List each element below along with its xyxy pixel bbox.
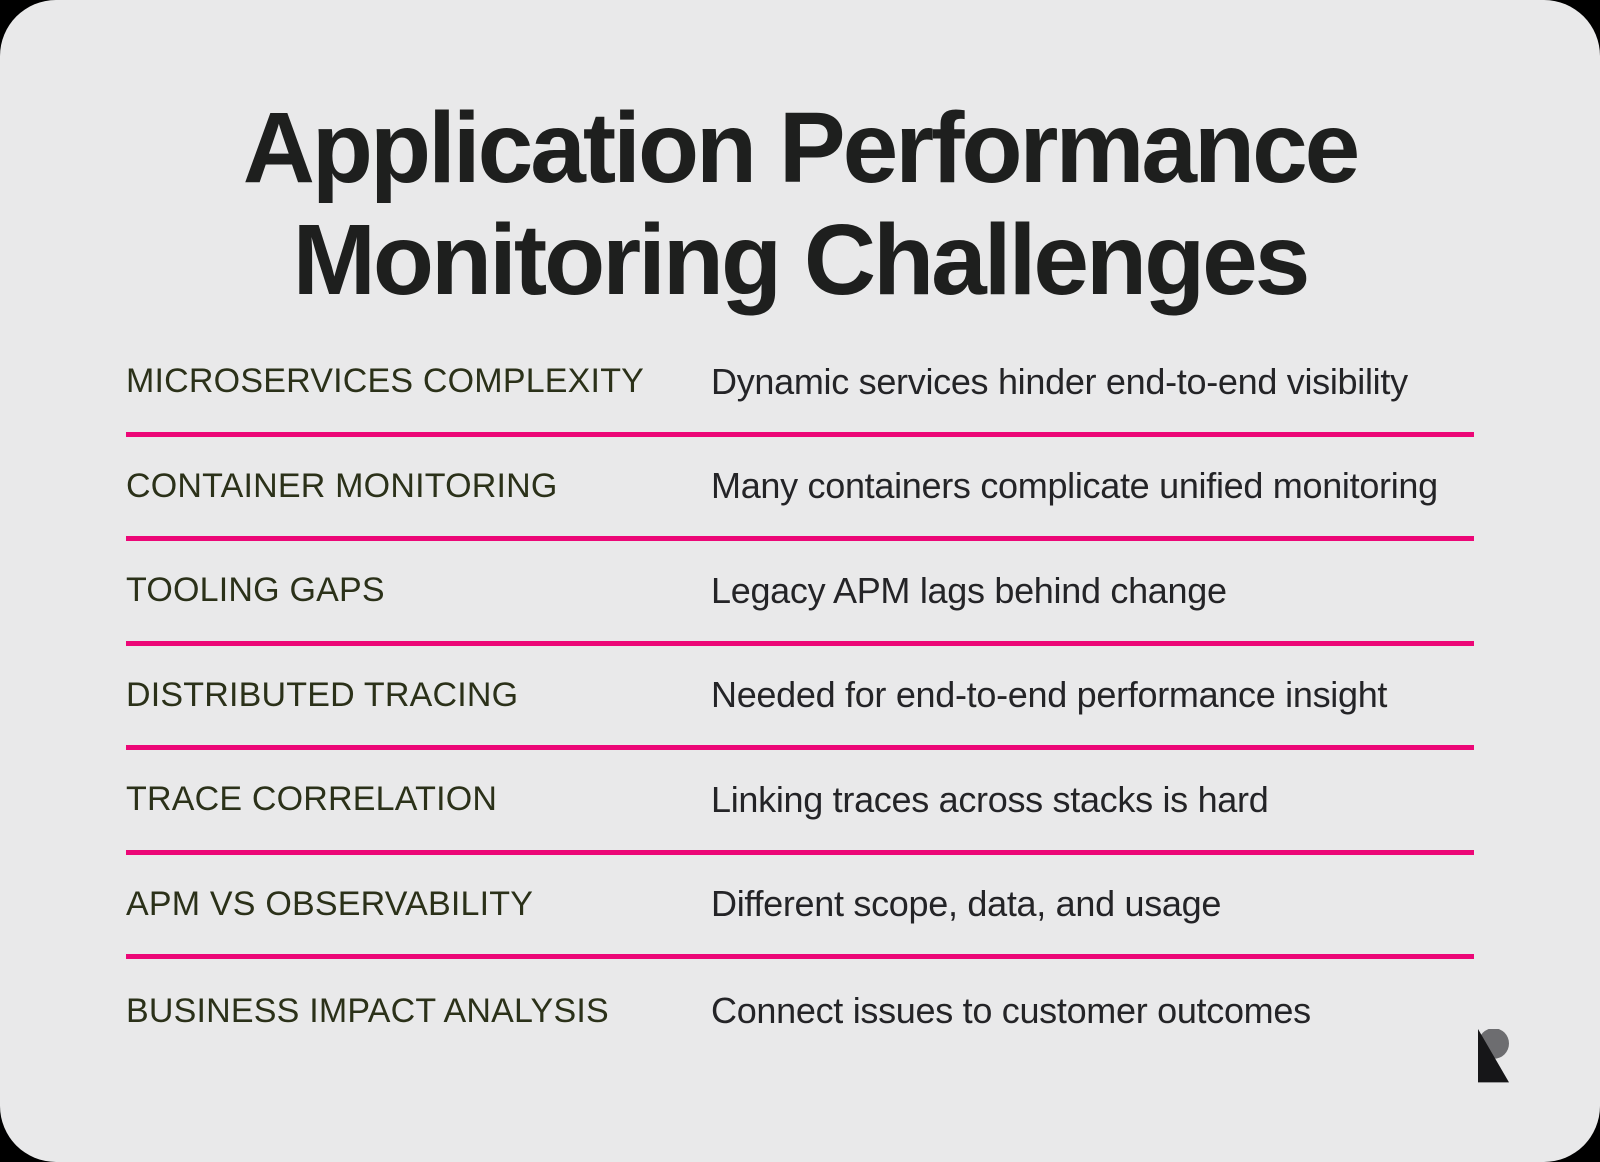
challenges-table: MICROSERVICES COMPLEXITY Dynamic service… xyxy=(126,332,1474,1064)
challenge-description: Many containers complicate unified monit… xyxy=(711,465,1438,507)
challenge-description: Needed for end-to-end performance insigh… xyxy=(711,674,1388,716)
table-row: TOOLING GAPS Legacy APM lags behind chan… xyxy=(126,541,1474,646)
challenge-label: MICROSERVICES COMPLEXITY xyxy=(126,362,645,401)
page-title: Application Performance Monitoring Chall… xyxy=(0,92,1600,316)
table-row: APM VS OBSERVABILITY Different scope, da… xyxy=(126,855,1474,959)
table-row: DISTRIBUTED TRACING Needed for end-to-en… xyxy=(126,646,1474,750)
page-title-line-1: Application Performance xyxy=(242,92,1361,204)
challenge-description: Different scope, data, and usage xyxy=(711,883,1222,925)
challenge-description: Linking traces across stacks is hard xyxy=(711,778,1269,820)
challenge-label: TOOLING GAPS xyxy=(126,571,385,610)
table-row: CONTAINER MONITORING Many containers com… xyxy=(126,437,1474,541)
challenge-description: Dynamic services hinder end-to-end visib… xyxy=(711,360,1408,402)
challenge-description: Connect issues to customer outcomes xyxy=(711,990,1311,1032)
page-title-line-2: Monitoring Challenges xyxy=(292,204,1311,316)
r-mark-logo xyxy=(1478,1029,1509,1083)
table-row: BUSINESS IMPACT ANALYSIS Connect issues … xyxy=(126,959,1474,1064)
table-row: TRACE CORRELATION Linking traces across … xyxy=(126,750,1474,855)
challenge-label: TRACE CORRELATION xyxy=(126,780,498,819)
challenge-label: DISTRIBUTED TRACING xyxy=(126,675,519,714)
challenge-description: Legacy APM lags behind change xyxy=(711,569,1227,611)
challenge-label: APM VS OBSERVABILITY xyxy=(126,884,534,923)
challenge-label: BUSINESS IMPACT ANALYSIS xyxy=(126,991,609,1030)
challenge-label: CONTAINER MONITORING xyxy=(126,466,558,505)
table-row: MICROSERVICES COMPLEXITY Dynamic service… xyxy=(126,332,1474,437)
